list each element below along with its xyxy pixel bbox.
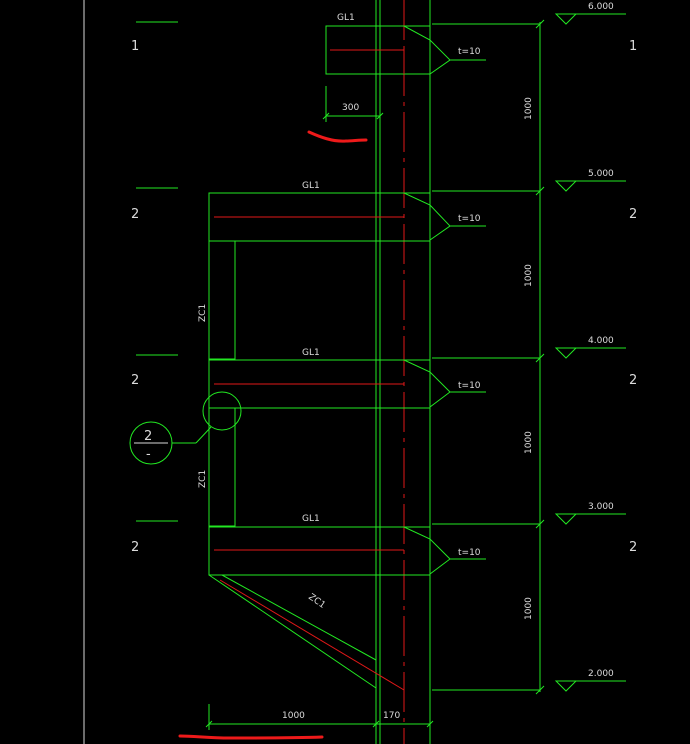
markup-stroke — [178, 734, 324, 740]
elevation-label: 5.000 — [588, 169, 614, 179]
dimension-label: 170 — [383, 711, 400, 721]
plate-label: t=10 — [458, 214, 481, 224]
section-mark: 2 — [629, 207, 637, 222]
markup-stroke — [307, 130, 368, 143]
beam-label: GL1 — [302, 181, 320, 191]
sub-column-lower — [208, 407, 376, 527]
beam-level-3000 — [208, 526, 431, 576]
bottom-dimension — [205, 704, 434, 730]
main-column — [375, 0, 431, 744]
gusset-plates — [403, 25, 486, 575]
section-mark: 2 — [629, 373, 637, 388]
detail-callout[interactable] — [129, 391, 242, 465]
column-label: ZC1 — [198, 304, 208, 322]
elevation-label: 6.000 — [588, 2, 614, 12]
plate-label: t=10 — [458, 381, 481, 391]
section-mark: 2 — [629, 540, 637, 555]
vertical-dimension — [535, 19, 545, 695]
storey-height-label: 1000 — [524, 97, 534, 120]
storey-height-label: 1000 — [524, 431, 534, 454]
section-mark: 1 — [629, 39, 637, 54]
dimension-label: 300 — [342, 103, 359, 113]
elevation-label: 4.000 — [588, 336, 614, 346]
detail-callout-sheet: - — [146, 447, 151, 462]
dimension-label: 1000 — [282, 711, 305, 721]
section-mark: 2 — [131, 207, 139, 222]
section-mark: 1 — [131, 39, 139, 54]
level-lines — [432, 23, 540, 691]
beam-label: GL1 — [337, 13, 355, 23]
detail-callout-number: 2 — [144, 429, 152, 444]
elevation-label: 3.000 — [588, 502, 614, 512]
section-mark: 2 — [131, 540, 139, 555]
beam-level-4000 — [208, 359, 431, 409]
elevation-label: 2.000 — [588, 669, 614, 679]
top-width-dimension — [322, 86, 384, 122]
plate-label: t=10 — [458, 47, 481, 57]
top-beam-stub — [325, 25, 431, 75]
beam-level-5000 — [208, 192, 431, 242]
beam-label: GL1 — [302, 348, 320, 358]
beam-label: GL1 — [302, 514, 320, 524]
elevation-symbols — [554, 13, 626, 692]
column-label: ZC1 — [198, 470, 208, 488]
sub-column-upper — [208, 240, 376, 360]
section-cut-lines — [136, 21, 178, 522]
diagonal-brace — [208, 574, 405, 691]
storey-height-label: 1000 — [524, 264, 534, 287]
section-mark: 2 — [131, 373, 139, 388]
brace-label: ZC1 — [306, 592, 327, 611]
storey-height-label: 1000 — [524, 597, 534, 620]
plate-label: t=10 — [458, 548, 481, 558]
